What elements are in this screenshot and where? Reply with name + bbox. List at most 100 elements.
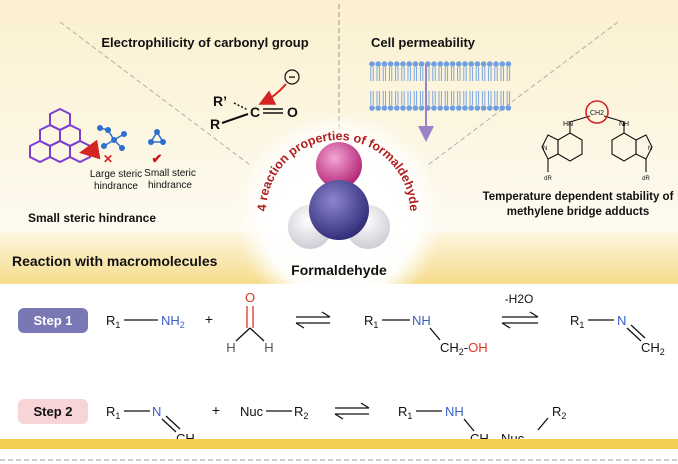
lipid-head xyxy=(487,105,493,111)
nucleophile-attack-arrow xyxy=(258,83,287,105)
lipid-head xyxy=(462,61,468,67)
cross-icon: ✕ xyxy=(103,152,113,166)
carbonyl-r-prime: R’ xyxy=(213,93,227,109)
svg-text:CH2-OH: CH2-OH xyxy=(440,340,488,357)
svg-text:NH: NH xyxy=(445,404,464,419)
svg-text:H: H xyxy=(264,340,273,355)
lipid-head xyxy=(369,61,375,67)
svg-text:R1: R1 xyxy=(106,404,120,421)
q4-title-line1: Temperature dependent stability of xyxy=(483,191,674,203)
lipid-head xyxy=(493,105,499,111)
svg-text:Nuc: Nuc xyxy=(240,404,264,419)
lipid-head xyxy=(437,61,444,67)
bridge-dr-right: dR xyxy=(642,176,650,182)
small-molecule-icon xyxy=(148,129,166,145)
carbonyl-carbon: C xyxy=(250,104,260,120)
large-steric-label-2: hindrance xyxy=(94,181,138,192)
lipid-head xyxy=(418,105,425,111)
lipid-head xyxy=(387,105,394,111)
check-icon: ✔ xyxy=(152,151,163,166)
lipid-head xyxy=(431,61,437,67)
lipid-head xyxy=(412,105,419,111)
lipid-head xyxy=(375,61,382,67)
lipid-head xyxy=(400,105,406,111)
lipid-head xyxy=(487,61,493,67)
lipid-head xyxy=(456,61,462,67)
lipid-head xyxy=(406,105,413,111)
carbonyl-structure: R’ R C O − xyxy=(210,69,300,132)
lipid-head xyxy=(505,61,512,67)
center-label: Formaldehyde xyxy=(291,262,387,278)
small-steric-label-1: Small steric xyxy=(144,168,196,179)
step2-label: Step 2 xyxy=(33,404,72,419)
lipid-head xyxy=(468,61,475,67)
step1-amine: R1 NH2 xyxy=(106,313,185,330)
step1-hemiaminal: R1 NH CH2-OH xyxy=(364,313,488,357)
large-branched-molecule-icon xyxy=(97,125,127,151)
lipid-head xyxy=(412,61,419,67)
methylene-highlight-circle xyxy=(585,100,609,124)
svg-text:H: H xyxy=(226,340,235,355)
svg-text:N: N xyxy=(617,313,626,328)
lipid-head xyxy=(437,105,444,111)
lipid-head xyxy=(449,61,456,67)
svg-text:R1: R1 xyxy=(570,313,584,330)
bottom-gold-bar xyxy=(0,439,678,449)
lipid-head xyxy=(449,105,456,111)
formaldehyde-molecule xyxy=(288,142,390,249)
step2-plus: + xyxy=(212,402,220,418)
svg-text:O: O xyxy=(245,290,255,305)
q2-title: Cell permeability xyxy=(371,35,476,50)
step1-badge xyxy=(18,308,88,333)
lipid-head xyxy=(381,61,388,67)
lipid-head xyxy=(474,105,481,111)
lipid-head xyxy=(394,105,400,111)
svg-text:R2: R2 xyxy=(294,404,308,421)
q1-title: Electrophilicity of carbonyl group xyxy=(101,35,308,50)
equilibrium-arrow-3 xyxy=(334,402,370,420)
section-title: Reaction with macromolecules xyxy=(12,253,218,269)
minus-h2o-label: -H2O xyxy=(505,292,534,306)
svg-text:NH2: NH2 xyxy=(161,313,185,330)
carbonyl-wedge-bond xyxy=(221,113,249,124)
lipid-head xyxy=(499,105,506,111)
lipid-head xyxy=(499,61,506,67)
bridge-hn-label: HN xyxy=(563,121,573,128)
lipid-head xyxy=(406,61,413,67)
lipid-head xyxy=(480,61,487,67)
lipid-head xyxy=(431,105,437,111)
lipid-head xyxy=(480,105,487,111)
svg-text:N: N xyxy=(152,404,161,419)
step1-label: Step 1 xyxy=(33,313,72,328)
lipid-head xyxy=(375,105,382,111)
lipid-head xyxy=(418,61,425,67)
lipid-head xyxy=(443,61,450,67)
lipid-head xyxy=(474,61,481,67)
lipid-head xyxy=(443,105,450,111)
q3-title: Small steric hindrance xyxy=(28,211,156,225)
svg-text:CH2: CH2 xyxy=(641,340,665,357)
bridge-ch2-label: CH2 xyxy=(590,110,604,117)
equilibrium-arrow-1 xyxy=(295,311,331,329)
svg-text:R1: R1 xyxy=(106,313,120,330)
lipid-head xyxy=(456,105,462,111)
carbonyl-hash-bond xyxy=(233,102,249,111)
svg-text:NH: NH xyxy=(412,313,431,328)
lipid-bilayer xyxy=(369,61,512,111)
lipid-head xyxy=(381,105,388,111)
lipid-head xyxy=(369,105,375,111)
step1-formaldehyde: O H H xyxy=(226,290,273,355)
methylene-bridge-structure xyxy=(541,115,653,172)
svg-text:R2: R2 xyxy=(552,404,566,421)
q4-title-line2: methylene bridge adducts xyxy=(507,206,650,218)
carbonyl-r: R xyxy=(210,116,220,132)
bridge-n-right: N xyxy=(648,146,652,152)
lipid-head xyxy=(493,61,499,67)
bridge-n-left: N xyxy=(543,146,547,152)
bridge-dr-left: dR xyxy=(544,176,552,182)
lipid-head xyxy=(462,105,468,111)
svg-text:R1: R1 xyxy=(364,313,378,330)
nucleophile-charge-circle xyxy=(284,69,300,85)
